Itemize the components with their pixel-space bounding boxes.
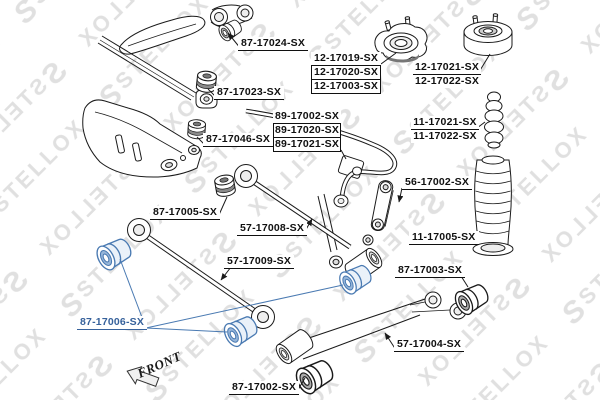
part-dust-boot — [472, 155, 514, 256]
part-label-12-17021: 12-17021-SX — [413, 61, 481, 75]
part-label-87-17002: 87-17002-SX — [229, 381, 300, 395]
part-label-57-17004: 57-17004-SX — [394, 338, 465, 352]
part-rod-57-17008 — [234, 164, 352, 250]
part-label-89-17020: 89-17020-SX — [273, 124, 341, 138]
part-label-87-17005: 87-17005-SX — [150, 206, 221, 220]
part-label-12-17019: 12-17019-SX — [311, 52, 381, 66]
part-label-87-17003: 87-17003-SX — [395, 264, 466, 278]
label-group-bump-stop: 11-17021-SX 11-17022-SX — [411, 116, 479, 143]
label-group-strut-mount-right: 12-17021-SX 12-17022-SX — [413, 61, 481, 88]
part-label-11-17022: 11-17022-SX — [413, 130, 477, 142]
part-label-87-17024: 87-17024-SX — [238, 37, 309, 51]
part-subframe-bracket — [82, 99, 202, 178]
part-bump-stop — [484, 91, 504, 149]
part-stabilizer-link — [370, 180, 394, 231]
part-label-11-17005: 11-17005-SX — [409, 231, 479, 245]
label-group-strut-mount-left: 12-17019-SX 12-17020-SX 12-17003-SX — [311, 52, 381, 94]
label-group-stabilizer: 89-17002-SX 89-17020-SX 89-17021-SX — [273, 110, 341, 152]
part-label-87-17023: 87-17023-SX — [214, 86, 285, 100]
part-label-57-17009: 57-17009-SX — [224, 255, 295, 269]
part-label-12-17020: 12-17020-SX — [311, 66, 381, 80]
part-label-12-17022: 12-17022-SX — [414, 75, 480, 87]
part-label-11-17021: 11-17021-SX — [411, 116, 479, 130]
part-label-87-17006-highlighted[interactable]: 87-17006-SX — [77, 316, 148, 330]
front-arrow-icon — [126, 366, 160, 387]
part-label-57-17008: 57-17008-SX — [237, 222, 308, 236]
part-strut-mount-right — [463, 13, 513, 56]
part-label-12-17003: 12-17003-SX — [311, 80, 381, 94]
part-rod-57-17009 — [127, 218, 275, 329]
part-upper-arm — [210, 4, 254, 28]
part-label-87-17046: 87-17046-SX — [203, 133, 274, 147]
part-strut-mount-left — [374, 16, 428, 63]
part-link-lower-eye — [317, 193, 374, 269]
part-label-89-17021: 89-17021-SX — [273, 138, 341, 152]
front-direction-label: FRONT — [134, 348, 184, 381]
part-label-89-17002: 89-17002-SX — [273, 110, 341, 124]
part-label-56-17002: 56-17002-SX — [402, 176, 473, 190]
part-leaf-plate — [119, 15, 206, 55]
